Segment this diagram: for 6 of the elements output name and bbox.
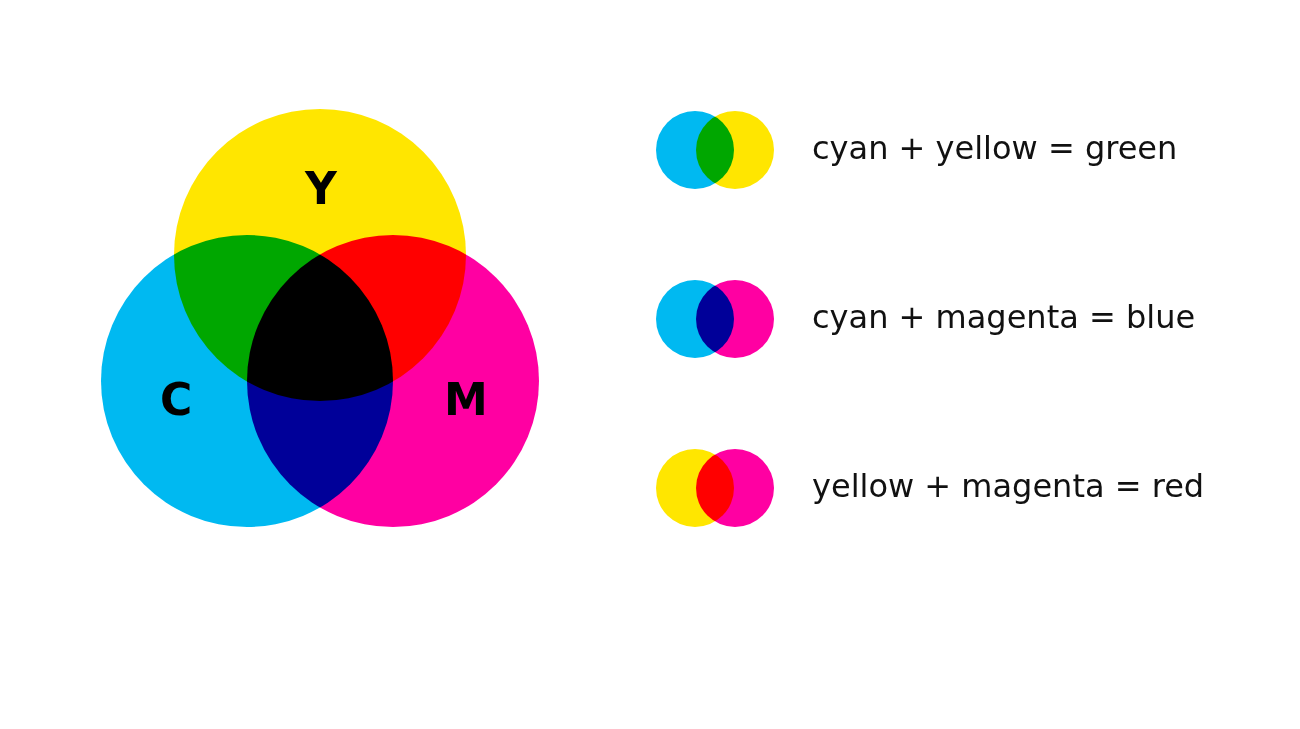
circle-letter: M bbox=[444, 378, 488, 422]
color-equation: yellow + magenta = red bbox=[812, 470, 1205, 502]
color-equation: cyan + yellow = green bbox=[812, 132, 1178, 164]
color-equation: cyan + magenta = blue bbox=[812, 301, 1196, 333]
circle-letter: C bbox=[160, 378, 193, 422]
circle-letter: Y bbox=[305, 167, 337, 211]
